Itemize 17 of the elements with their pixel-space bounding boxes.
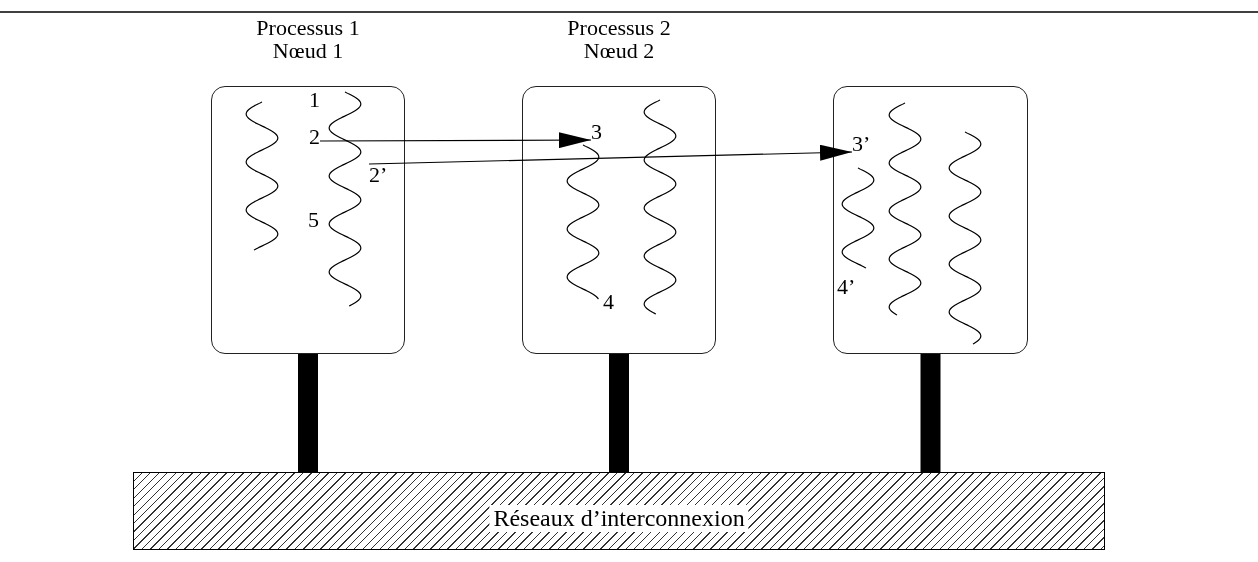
arrow [368,144,853,165]
node-heading: Processus 1 Nœud 1 [255,16,361,62]
network-label: Réseaux d’interconnexion [489,505,749,532]
arrow [319,132,592,149]
step-number: 1 [309,89,320,111]
step-number: 5 [308,209,319,231]
step-number: 3’ [852,133,871,155]
network-band [133,472,1105,550]
step-number: 4’ [837,276,856,298]
step-number: 2’ [369,164,388,186]
step-number: 2 [309,126,320,148]
connector-bar [920,354,941,472]
connector-bar [609,354,629,472]
connector-bar [298,354,318,472]
node-heading: Processus 2 Nœud 2 [566,16,672,62]
step-number: 3 [591,121,602,143]
step-number: 4 [603,291,614,313]
